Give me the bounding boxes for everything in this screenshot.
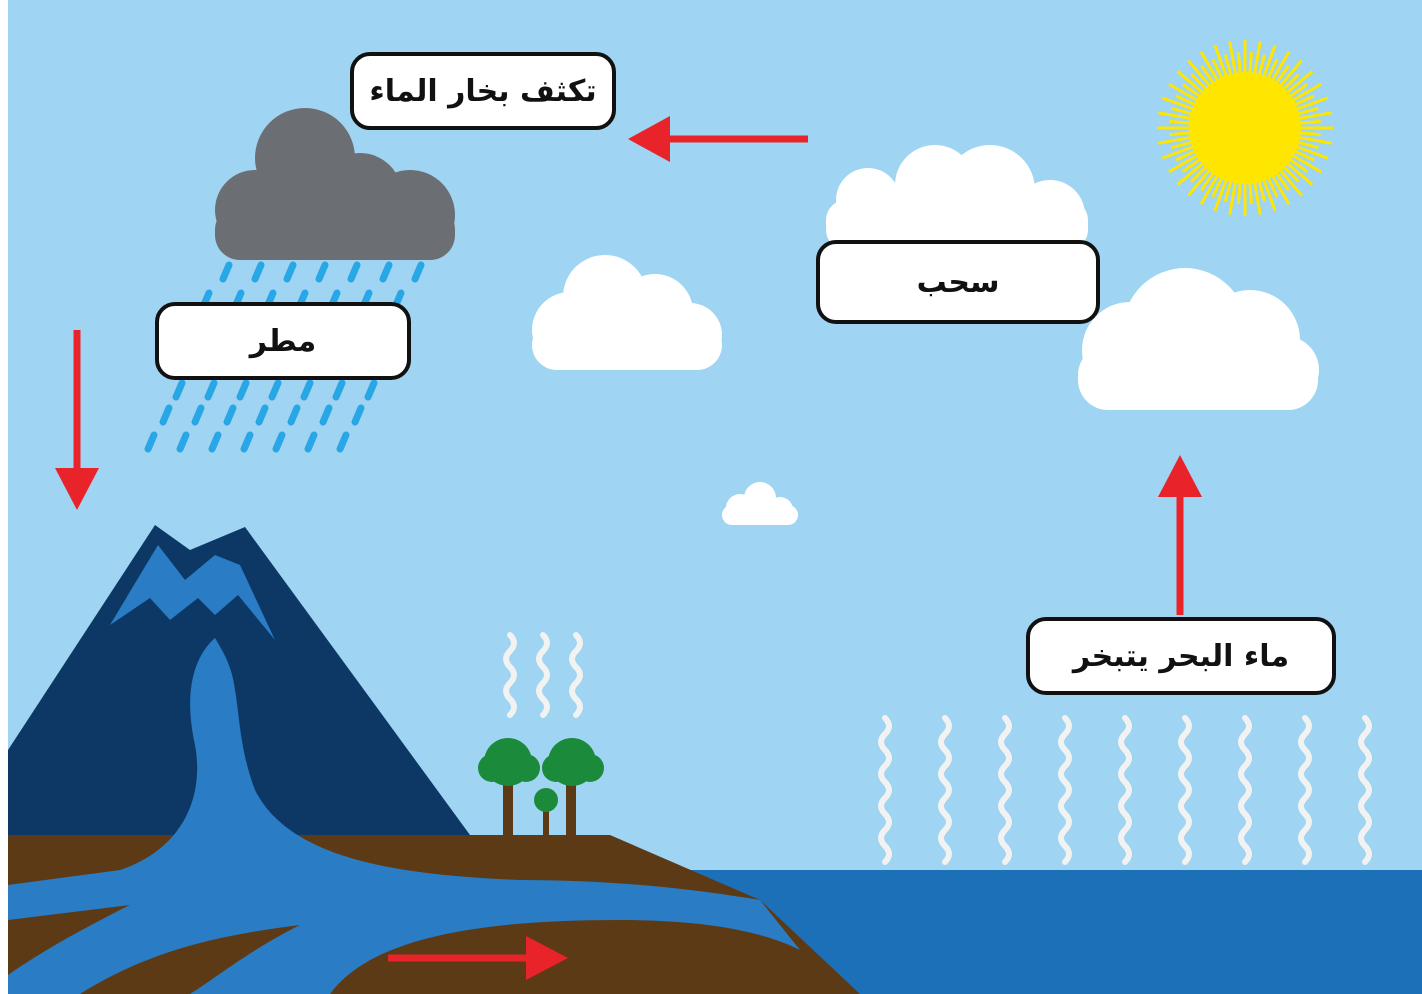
label-evaporation: ماء البحر يتبخر <box>1026 617 1336 695</box>
cloud-icon-right <box>1078 268 1319 410</box>
label-rain: مطر <box>155 302 411 380</box>
sun-icon <box>1157 40 1333 216</box>
label-condensation: تكثف بخار الماء <box>350 52 616 130</box>
trees <box>478 738 604 835</box>
cloud-icon-small <box>722 482 798 525</box>
arrow-left-condensation <box>628 116 808 162</box>
rain-cloud-icon <box>215 108 455 260</box>
arrow-right-runoff <box>388 936 568 980</box>
river <box>8 638 800 994</box>
cloud-icon-middle <box>532 255 722 370</box>
label-clouds: سحب <box>816 240 1100 324</box>
arrow-down-rain <box>55 330 99 510</box>
mountain-highlight <box>110 545 275 640</box>
arrow-up-evaporation <box>1158 455 1202 615</box>
cloud-icon-top <box>826 145 1088 250</box>
evaporation-steam <box>503 632 1372 865</box>
